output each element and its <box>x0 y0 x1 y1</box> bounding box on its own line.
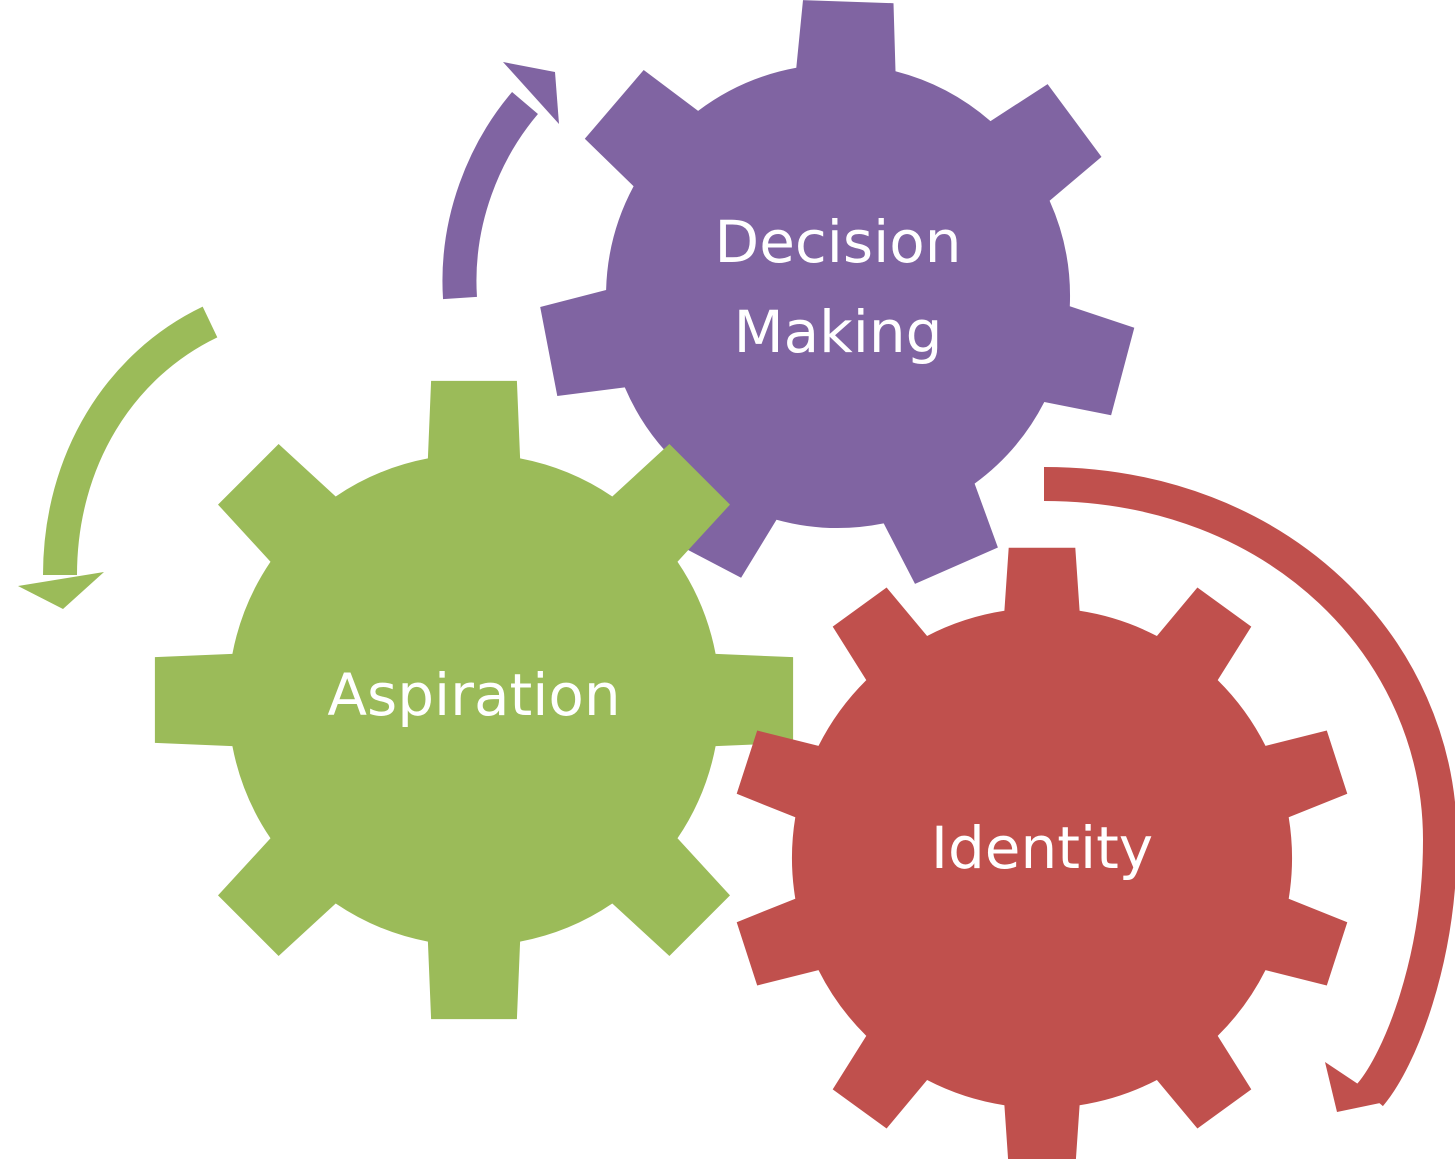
decision-arrow-head <box>503 62 559 124</box>
decision-making-label-line-2: Making <box>734 298 943 366</box>
aspiration-gear-shape <box>154 380 794 1020</box>
aspiration-arrow-shaft <box>43 306 218 576</box>
decision-making-gear-shape <box>540 0 1135 584</box>
aspiration-gear: Aspiration <box>154 380 794 1020</box>
identity-arrow <box>1043 467 1455 1112</box>
decision-arrow-shaft <box>442 91 539 300</box>
decision-arrow <box>442 62 559 300</box>
identity-gear-shape <box>736 547 1348 1159</box>
aspiration-label: Aspiration <box>327 661 620 729</box>
identity-gear: Identity <box>736 547 1348 1159</box>
aspiration-arrow-head <box>18 572 104 609</box>
identity-arrow-head <box>1325 1062 1385 1112</box>
aspiration-arrow <box>18 306 218 609</box>
decision-making-label-line-1: Decision <box>715 208 962 276</box>
identity-label: Identity <box>931 814 1153 882</box>
identity-arrow-shaft <box>1043 467 1455 1107</box>
decision-making-gear: Decision Making <box>540 0 1135 584</box>
